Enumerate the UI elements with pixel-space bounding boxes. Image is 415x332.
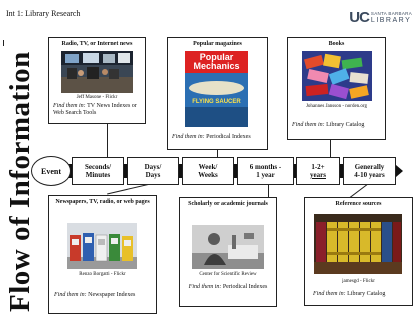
newsroom-photo [61, 51, 133, 93]
card-reference-sources: Reference sources jamesgd - Flickr Find … [304, 197, 413, 306]
card-title: Scholarly or academic journals [188, 201, 268, 207]
magazine-cover: Popular Mechanics FLYING SAUCER [185, 51, 248, 127]
side-title: Flow of Information [4, 51, 36, 312]
card-title: Radio, TV, or Internet news [61, 41, 133, 47]
margin-mark [3, 40, 4, 46]
card-title: Popular magazines [193, 41, 242, 47]
logo-library: LIBRARY [370, 17, 412, 24]
timeline-years: 1-2+years [296, 157, 340, 185]
timeline-weeks: Week/Weeks [182, 157, 234, 185]
find-them: Find them in: Periodical Indexes [188, 284, 268, 290]
find-them: Find them in: Library Catalog [292, 122, 365, 128]
card-title: Books [328, 41, 345, 47]
card-scholarly-journals: Scholarly or academic journals Center fo… [179, 197, 277, 307]
photo-credit: jamesgd - Flickr [342, 279, 375, 284]
timeline-seconds: Seconds/Minutes [72, 157, 124, 185]
uc-library-logo: UC SANTA BARBARA LIBRARY [349, 9, 412, 26]
timeline-days: Days/Days [127, 157, 179, 185]
connector-scholarly [268, 183, 269, 197]
card-radio-tv-news: Radio, TV, or Internet news Jeff Masone … [48, 37, 146, 124]
reference-books-photo [314, 214, 402, 274]
newspaper-boxes-photo [67, 223, 137, 269]
event-oval: Event [31, 156, 71, 186]
header: Int 1: Library Research UC SANTA BARBARA… [0, 0, 415, 30]
card-title: Newspapers, TV, radio, or web pages [55, 199, 150, 205]
find-them: Find them in: TV News Indexes or Web Sea… [53, 103, 137, 116]
connector-magazines [217, 148, 218, 157]
timeline-months: 6 months -1 year [237, 157, 294, 185]
card-newspapers: Newspapers, TV, radio, or web pages Renz… [48, 195, 157, 314]
find-them: Find them in: Library Catalog [313, 291, 386, 297]
photo-credit: Johannes Jansson - norden.org [305, 104, 367, 109]
scientist-photo [192, 225, 264, 269]
card-popular-magazines: Popular magazines Popular Mechanics FLYI… [167, 37, 268, 150]
logo-uc: UC [349, 9, 370, 26]
books-photo [302, 51, 372, 101]
photo-credit: Center for Scientific Review [199, 272, 257, 277]
connector-radio [107, 122, 108, 157]
card-books: Books Johannes Jansson - norden.org Find… [287, 37, 386, 140]
photo-credit: Jeff Masone - Flickr [76, 95, 118, 100]
photo-credit: Renzo Borgatti - Flickr [79, 272, 126, 277]
logo-santa-barbara: SANTA BARBARA [370, 11, 412, 16]
find-them: Find them in: Newspaper Indexes [54, 292, 136, 298]
card-title: Reference sources [335, 201, 382, 207]
find-them: Find them in: Periodical Indexes [172, 134, 251, 140]
document-title: Int 1: Library Research [6, 9, 81, 18]
connector-books [330, 138, 331, 157]
